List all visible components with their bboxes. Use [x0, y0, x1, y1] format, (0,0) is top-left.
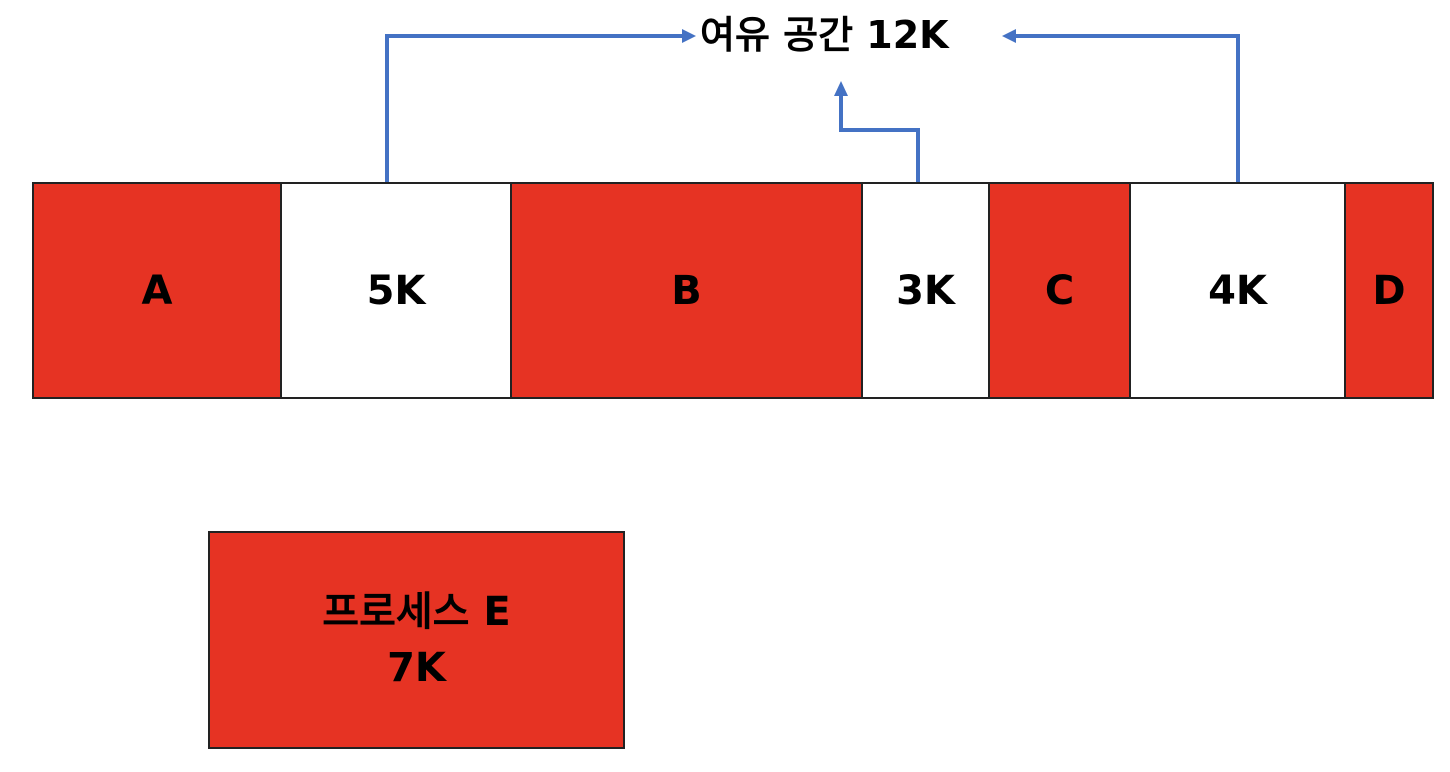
free-space-label: 여유 공간 12K	[700, 13, 949, 57]
memory-block-c: C	[990, 184, 1131, 397]
arrow-4k-to-label	[1014, 34, 1240, 183]
arrowhead-4k	[1002, 29, 1016, 43]
arrowhead-5k	[682, 29, 696, 43]
free-hole-4k: 4K	[1131, 184, 1346, 397]
arrow-5k-to-label	[385, 34, 684, 183]
arrowhead-3k	[834, 81, 848, 96]
memory-block-b: B	[512, 184, 863, 397]
memory-bar: A 5K B 3K C 4K D	[32, 182, 1434, 399]
arrow-3k-to-label	[839, 94, 920, 183]
memory-block-d: D	[1346, 184, 1434, 397]
process-size: 7K	[387, 645, 446, 691]
memory-block-a: A	[34, 184, 282, 397]
process-e-box: 프로세스 E 7K	[208, 531, 625, 749]
process-name: 프로세스 E	[322, 589, 511, 635]
free-hole-3k: 3K	[863, 184, 990, 397]
free-hole-5k: 5K	[282, 184, 512, 397]
